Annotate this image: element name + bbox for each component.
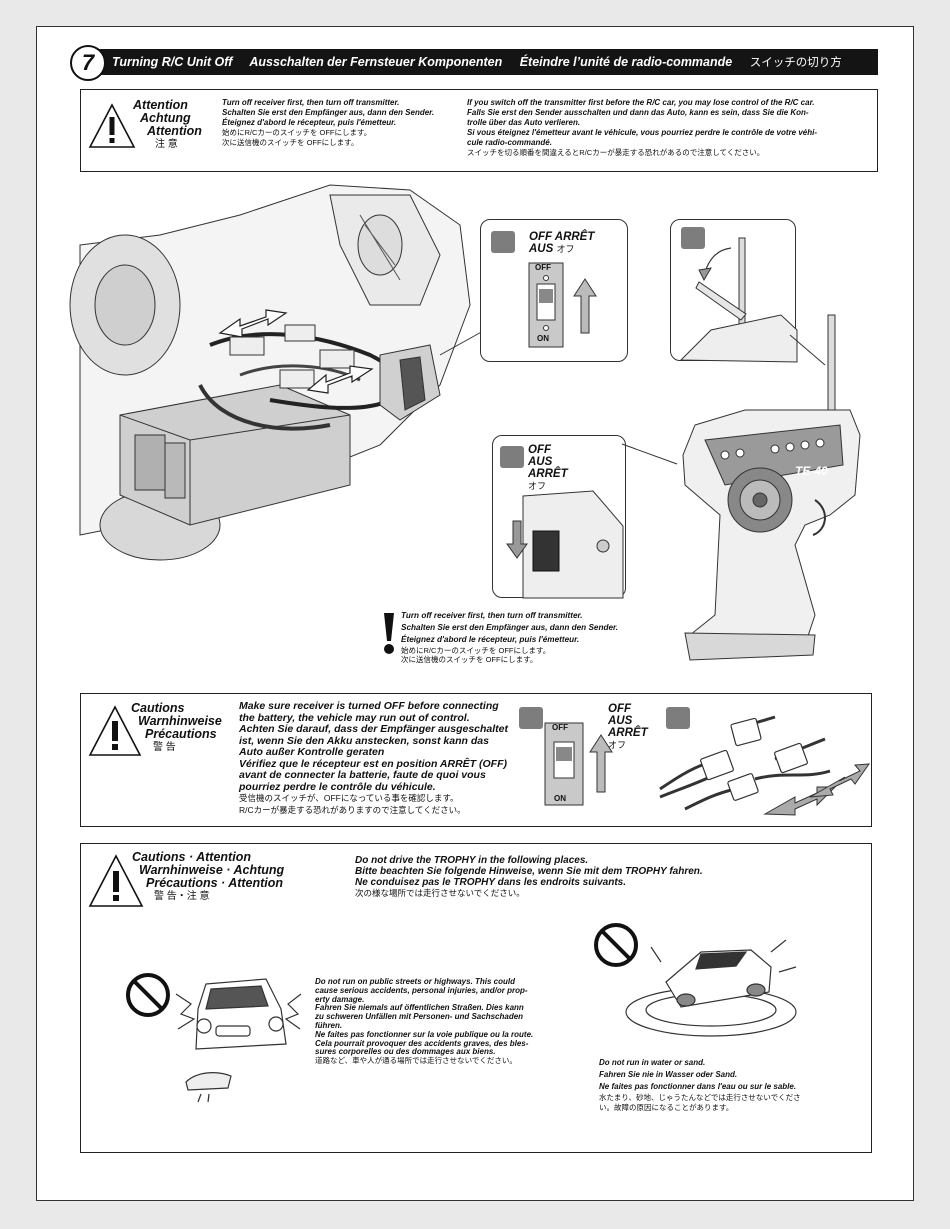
receiver-switch-icon[interactable] — [544, 722, 584, 806]
antenna-illustration — [679, 237, 798, 363]
step-marker-square — [500, 446, 524, 468]
warning-triangle-icon — [88, 103, 136, 148]
attention-left-text: Turn off receiver first, then turn off t… — [222, 98, 435, 147]
water-car-illustration — [625, 939, 797, 1037]
attention-box: Attention Achtung Attention 注 意 Turn off… — [80, 89, 878, 172]
transmitter-switch-callout: OFF AUS ARRÊT オフ — [492, 435, 627, 599]
transmitter-illustration: TE-40 — [682, 314, 861, 661]
off-label-3: OFF AUS ARRÊT オフ — [608, 703, 648, 750]
up-arrow-icon — [589, 734, 613, 793]
cautions-box: Cautions Warnhinweise Précautions 警 告 Ma… — [80, 693, 872, 827]
callout-pointer-line — [439, 329, 486, 356]
antenna-pointer-line — [789, 334, 826, 366]
title-fr: Éteindre l’unité de radio-commande — [519, 55, 733, 69]
warning-triangle-icon — [88, 705, 142, 756]
transmitter-switch-icon[interactable] — [493, 486, 627, 599]
places-heading: Cautions · Attention Warnhinweise · Acht… — [132, 850, 285, 903]
car-chassis-illustration — [69, 184, 471, 561]
step-marker-square — [681, 227, 705, 249]
exclamation-icon — [384, 613, 394, 654]
streets-text: Do not run on public streets or highways… — [315, 977, 534, 1066]
cautions-text: Make sure receiver is turned OFF before … — [239, 700, 509, 815]
street-car-illustration — [175, 978, 302, 1103]
battery-connectors-illustration — [659, 715, 871, 816]
switch-on-tag: ON — [537, 334, 549, 343]
step-header-bar: Turning R/C Unit Off Ausschalten der Fer… — [82, 49, 878, 75]
switch-on-tag: ON — [554, 794, 566, 803]
receiver-switch-icon[interactable] — [528, 262, 564, 348]
step-number: 7 — [70, 45, 106, 81]
attention-heading: Attention Achtung Attention 注 意 — [133, 98, 202, 151]
places-intro-text: Do not drive the TROPHY in the following… — [355, 855, 703, 898]
off-label: OFF ARRÊT AUS オフ — [529, 231, 595, 255]
title-de: Ausschalten der Fernsteuer Komponenten — [249, 55, 503, 69]
cautions-heading: Cautions Warnhinweise Précautions 警 告 — [131, 701, 222, 754]
switch-off-tag: OFF — [535, 263, 551, 272]
title-en: Turning R/C Unit Off — [112, 55, 233, 69]
antenna-callout — [670, 219, 798, 363]
title-jp: スイッチの切り方 — [749, 57, 842, 69]
receiver-switch-callout: OFF ARRÊT AUS オフ OFF ON — [480, 219, 628, 362]
step-marker-square — [519, 707, 543, 729]
warning-triangle-icon — [88, 854, 144, 907]
step-marker-square — [491, 231, 515, 253]
no-entry-icon — [126, 973, 170, 1017]
transmitter-pointer-line — [621, 443, 678, 465]
mid-note-text: Turn off receiver first, then turn off t… — [401, 611, 619, 664]
no-entry-icon — [594, 923, 638, 967]
switch-off-tag: OFF — [552, 723, 568, 732]
step-marker-square — [666, 707, 690, 729]
attention-right-text: If you switch off the transmitter first … — [467, 98, 818, 157]
off-label-2: OFF AUS ARRÊT オフ — [528, 444, 568, 491]
step-header-titles: Turning R/C Unit Off Ausschalten der Fer… — [112, 54, 856, 70]
places-box: Cautions · Attention Warnhinweise · Acht… — [80, 843, 872, 1153]
transmitter-brand: TE-40 — [795, 464, 828, 478]
water-text: Do not run in water or sand. Fahren Sie … — [599, 1058, 801, 1112]
up-arrow-icon — [573, 278, 597, 334]
